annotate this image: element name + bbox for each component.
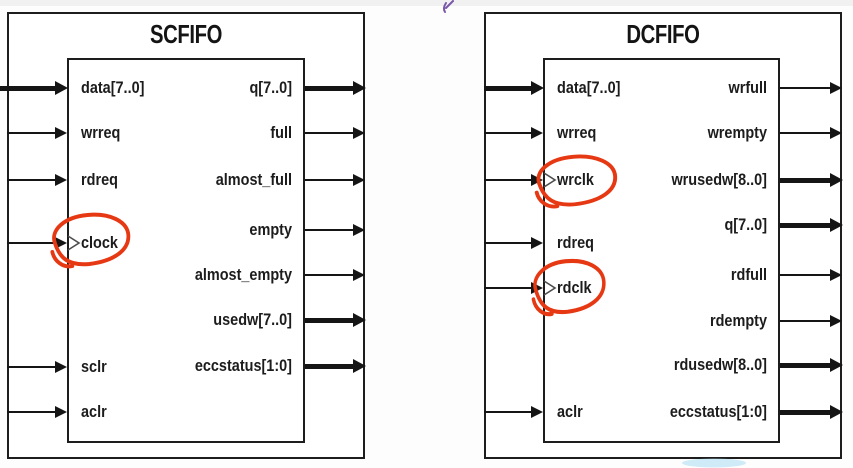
port-label: wrusedw[8..0]: [671, 170, 767, 189]
wire: [305, 229, 354, 231]
arrowhead-icon: [353, 269, 365, 281]
arrowhead-icon: [55, 237, 67, 249]
wire: [780, 87, 830, 89]
port-label: almost_empty: [194, 265, 292, 284]
arrowhead-icon: [353, 81, 366, 95]
port-label: wrreq: [81, 123, 121, 142]
wire: [305, 179, 354, 181]
wire: [780, 132, 830, 134]
port-label: eccstatus[1:0]: [194, 356, 292, 375]
arrowhead-icon: [55, 127, 67, 139]
port-label: full: [270, 123, 292, 142]
wire: [780, 409, 830, 415]
wire: [7, 132, 56, 134]
port-label: rdreq: [557, 233, 594, 252]
arrowhead-icon: [353, 359, 366, 373]
port-label: wrempty: [707, 123, 767, 142]
wire: [780, 222, 830, 228]
arrowhead-icon: [531, 81, 544, 95]
port-label: rdempty: [709, 311, 767, 330]
arrowhead-icon: [531, 406, 543, 418]
arrowhead-icon: [531, 174, 543, 186]
port-label: data[7..0]: [81, 78, 145, 97]
arrowhead-icon: [830, 269, 842, 281]
port-label: almost_full: [215, 170, 292, 189]
wire: [484, 85, 531, 91]
port-label: aclr: [557, 402, 583, 421]
arrowhead-icon: [830, 127, 842, 139]
wire: [7, 179, 56, 181]
arrowhead-icon: [55, 81, 68, 95]
wire: [780, 362, 830, 368]
port-label: wrreq: [557, 123, 597, 142]
highlight-smudge: [682, 458, 746, 468]
port-label: rdusedw[8..0]: [673, 355, 767, 374]
arrowhead-icon: [830, 218, 843, 232]
port-label: rdfull: [730, 265, 767, 284]
clock-edge-icon: [543, 172, 557, 188]
arrowhead-icon: [830, 173, 843, 187]
port-label: wrclk: [557, 170, 594, 189]
port-label: wrfull: [728, 78, 767, 97]
wire: [484, 179, 531, 181]
arrowhead-icon: [531, 282, 543, 294]
clock-edge-icon: [67, 235, 81, 251]
arrowhead-icon: [55, 361, 67, 373]
dcfifo-inner-box: [543, 58, 780, 443]
wire: [484, 411, 531, 413]
port-label: q[7..0]: [724, 215, 767, 234]
wire: [305, 363, 354, 369]
scfifo-title: SCFIFO: [149, 19, 223, 49]
scfifo-block: SCFIFO data[7..0] wrreq rdreq clock: [0, 12, 366, 459]
port-label: rdclk: [557, 278, 592, 297]
port-label: q[7..0]: [249, 78, 292, 97]
wire: [7, 411, 56, 413]
arrowhead-icon: [830, 405, 843, 419]
arrowhead-icon: [531, 127, 543, 139]
port-label: rdreq: [81, 170, 118, 189]
wire: [305, 132, 354, 134]
wire: [0, 85, 56, 91]
port-label: empty: [249, 220, 292, 239]
wire: [780, 274, 830, 276]
pen-mark-icon: [442, 0, 454, 13]
arrowhead-icon: [830, 82, 842, 94]
arrowhead-icon: [531, 237, 543, 249]
wire: [484, 132, 531, 134]
clock-edge-icon: [543, 280, 557, 296]
port-label: sclr: [81, 357, 107, 376]
port-label: usedw[7..0]: [213, 310, 292, 329]
wire: [780, 177, 830, 183]
dcfifo-block: DCFIFO data[7..0] wrreq wrclk rdreq: [484, 12, 843, 459]
wire: [305, 317, 354, 323]
arrowhead-icon: [353, 127, 365, 139]
wire: [305, 274, 354, 276]
arrowhead-icon: [55, 174, 67, 186]
port-label: data[7..0]: [557, 78, 621, 97]
arrowhead-icon: [55, 406, 67, 418]
wire: [7, 242, 56, 244]
wire: [7, 366, 56, 368]
port-label: aclr: [81, 402, 107, 421]
wire: [780, 320, 830, 322]
arrowhead-icon: [830, 315, 842, 327]
port-label: eccstatus[1:0]: [669, 402, 767, 421]
dcfifo-title: DCFIFO: [626, 19, 700, 49]
arrowhead-icon: [830, 358, 843, 372]
arrowhead-icon: [353, 313, 366, 327]
port-label: clock: [81, 233, 118, 252]
arrowhead-icon: [353, 224, 365, 236]
arrowhead-icon: [353, 174, 365, 186]
wire: [484, 287, 531, 289]
top-band: [0, 0, 853, 6]
wire: [305, 85, 354, 91]
wire: [484, 242, 531, 244]
